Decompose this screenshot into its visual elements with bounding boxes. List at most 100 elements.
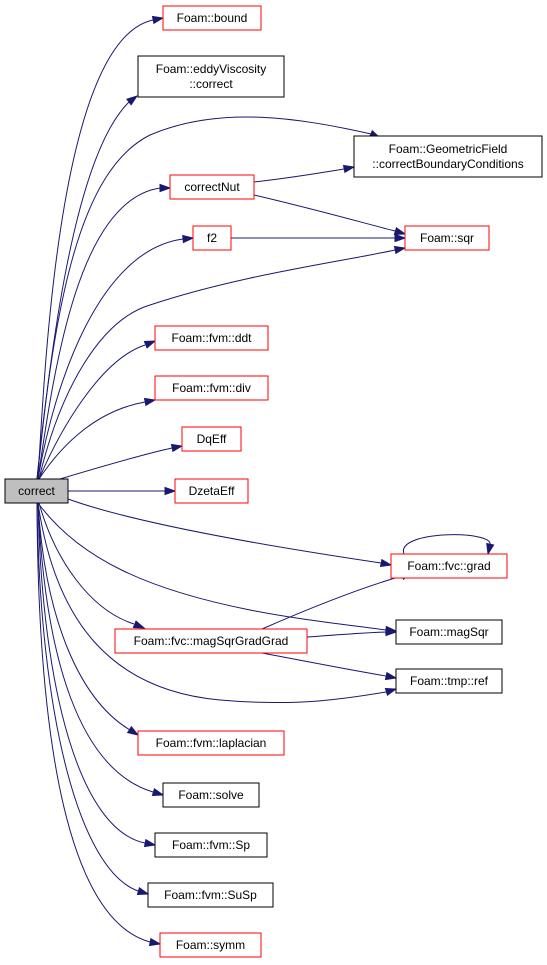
- edge-line: [37, 19, 154, 480]
- edge-arrowhead: [486, 542, 495, 556]
- node-label: Foam::fvm::laplacian: [156, 736, 267, 750]
- edge-line: [67, 498, 382, 564]
- edge-fvcGrad-to-fvcGrad: [403, 534, 495, 556]
- node-box: [137, 55, 285, 98]
- edge-line: [261, 575, 403, 630]
- edge-arrowhead: [143, 340, 157, 349]
- node-box: [174, 478, 249, 504]
- edge-line: [36, 502, 151, 943]
- edge-root-to-Sp: [37, 502, 157, 848]
- node-Sp[interactable]: Foam::fvm::Sp: [154, 832, 268, 858]
- edge-correctNut-to-correctBC: [253, 164, 356, 183]
- node-label: Foam::bound: [177, 11, 248, 25]
- node-label: Foam::GeometricField: [389, 142, 508, 156]
- edge-arrowhead: [143, 838, 157, 848]
- node-box: [162, 782, 260, 808]
- edge-arrowhead: [159, 183, 172, 193]
- edge-arrowhead: [182, 234, 195, 244]
- node-label: Foam::fvm::SuSp: [164, 888, 257, 902]
- node-box: [404, 225, 490, 251]
- edge-arrowhead: [164, 486, 177, 496]
- node-box: [181, 426, 242, 452]
- edge-arrowhead: [394, 233, 407, 243]
- node-label: DzetaEff: [189, 484, 235, 498]
- edge-arrowhead: [379, 558, 393, 568]
- node-correctNut[interactable]: correctNut: [169, 174, 255, 200]
- edge-arrowhead: [384, 687, 398, 697]
- edge-arrowhead: [170, 443, 184, 453]
- node-f2[interactable]: f2: [192, 225, 232, 251]
- node-ddt[interactable]: Foam::fvm::ddt: [154, 325, 269, 351]
- edge-root-to-solve: [37, 502, 165, 797]
- node-label: Foam::tmp::ref: [410, 674, 489, 688]
- edge-root-to-magSqr: [37, 502, 398, 635]
- edge-line: [38, 344, 146, 480]
- node-label: Foam::eddyViscosity: [156, 62, 267, 76]
- node-label: Foam::fvm::div: [172, 381, 251, 395]
- node-magSqrGradGrad[interactable]: Foam::fvc::magSqrGradGrad: [114, 628, 308, 654]
- node-SuSp[interactable]: Foam::fvm::SuSp: [147, 882, 274, 908]
- node-div[interactable]: Foam::fvm::div: [154, 375, 269, 401]
- node-fvcGrad[interactable]: Foam::fvc::grad: [390, 553, 508, 579]
- node-sqr[interactable]: Foam::sqr: [404, 225, 490, 251]
- node-box: [159, 932, 262, 958]
- edge-root-to-div: [38, 397, 157, 480]
- node-box: [114, 628, 308, 654]
- edge-line: [37, 502, 131, 731]
- edge-correctNut-to-sqr: [253, 194, 407, 236]
- node-bound[interactable]: Foam::bound: [162, 5, 262, 31]
- edge-line: [37, 502, 387, 704]
- node-eddyViscosity[interactable]: Foam::eddyViscosity::correct: [137, 55, 285, 98]
- node-magSqr[interactable]: Foam::magSqr: [395, 619, 503, 645]
- node-label: ::correct: [189, 77, 233, 91]
- node-DqEff[interactable]: DqEff: [181, 426, 242, 452]
- node-label: correctNut: [184, 180, 240, 194]
- edge-line: [38, 502, 135, 625]
- node-box: [390, 553, 508, 579]
- edges-layer: [36, 15, 495, 947]
- node-label: Foam::sqr: [420, 231, 474, 245]
- edge-magSqrGradGrad-to-tmpRef: [261, 652, 398, 681]
- edge-arrowhead: [393, 245, 407, 255]
- node-box: [192, 225, 232, 251]
- node-label: DqEff: [197, 432, 227, 446]
- edge-line: [38, 401, 146, 480]
- edge-line: [403, 534, 491, 555]
- edge-root-to-ddt: [38, 340, 157, 480]
- edge-line: [253, 168, 345, 183]
- edge-root-to-eddyViscosity: [36, 95, 139, 480]
- node-correctBC[interactable]: Foam::GeometricField::correctBoundaryCon…: [353, 135, 543, 178]
- edge-arrowhead: [342, 164, 356, 174]
- edge-line: [59, 447, 173, 480]
- edge-root-to-DzetaEff: [68, 486, 177, 496]
- node-label: correct: [18, 484, 55, 498]
- node-label: Foam::fvm::ddt: [171, 331, 252, 345]
- node-symm[interactable]: Foam::symm: [159, 932, 262, 958]
- edge-arrowhead: [126, 95, 139, 106]
- node-solve[interactable]: Foam::solve: [162, 782, 260, 808]
- edge-root-to-sqr: [38, 245, 407, 480]
- edge-line: [37, 187, 161, 480]
- node-label: Foam::solve: [178, 788, 244, 802]
- node-laplacian[interactable]: Foam::fvm::laplacian: [137, 730, 285, 756]
- edge-arrowhead: [385, 627, 398, 637]
- edge-root-to-DqEff: [59, 443, 184, 480]
- edge-arrowhead: [143, 397, 157, 407]
- edge-root-to-fvcGrad: [67, 498, 393, 568]
- nodes-layer: correct Foam::boundFoam::eddyViscosity::c…: [4, 5, 543, 958]
- node-label: Foam::fvm::Sp: [172, 838, 250, 852]
- node-DzetaEff[interactable]: DzetaEff: [174, 478, 249, 504]
- node-label: Foam::magSqr: [409, 625, 488, 639]
- edge-magSqrGradGrad-to-fvcGrad: [261, 571, 414, 630]
- edge-line: [36, 502, 139, 892]
- node-box: [154, 832, 268, 858]
- node-label: Foam::symm: [176, 938, 245, 952]
- edge-arrowhead: [136, 886, 150, 896]
- edge-magSqrGradGrad-to-magSqr: [306, 627, 398, 638]
- node-tmpRef[interactable]: Foam::tmp::ref: [395, 668, 503, 694]
- node-box: [154, 375, 269, 401]
- edge-root-to-tmpRef: [37, 502, 398, 704]
- node-label: Foam::fvc::magSqrGradGrad: [134, 634, 289, 648]
- edge-line: [253, 194, 396, 232]
- edge-arrowhead: [393, 226, 407, 236]
